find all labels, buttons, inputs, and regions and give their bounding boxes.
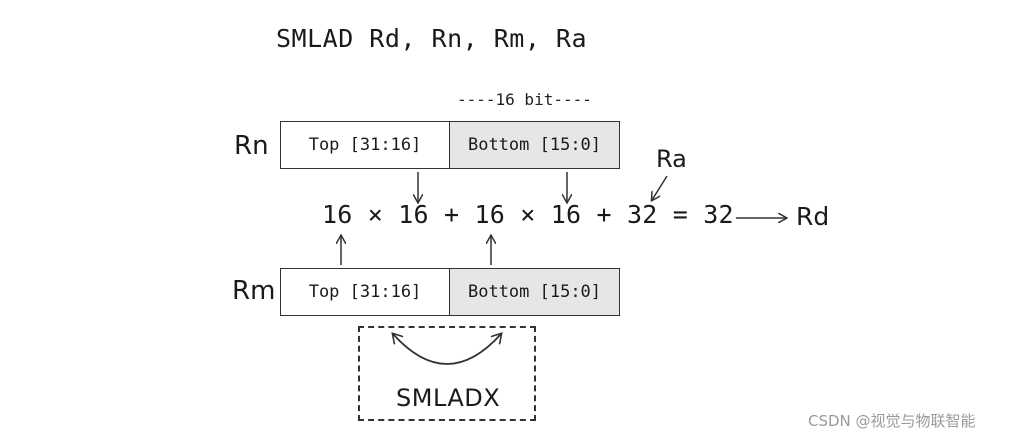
rd-label: Rd bbox=[796, 202, 830, 231]
rm-top-halfword: Top [31:16] bbox=[281, 269, 450, 315]
bit-width-label: ----16 bit---- bbox=[457, 90, 592, 109]
ra-label: Ra bbox=[656, 145, 687, 173]
smladx-label: SMLADX bbox=[396, 384, 501, 412]
rm-bottom-halfword: Bottom [15:0] bbox=[450, 269, 619, 315]
rn-label: Rn bbox=[234, 131, 269, 161]
watermark: CSDN @视觉与物联智能 bbox=[808, 412, 976, 430]
ra-arrow bbox=[652, 175, 668, 200]
rn-bottom-halfword: Bottom [15:0] bbox=[450, 122, 619, 168]
instruction-title: SMLAD Rd, Rn, Rm, Ra bbox=[276, 24, 588, 53]
rm-label: Rm bbox=[232, 276, 276, 306]
rm-register: Top [31:16] Bottom [15:0] bbox=[280, 268, 620, 316]
smladx-box bbox=[358, 326, 536, 421]
multiply-accumulate-equation: 16 × 16 + 16 × 16 + 32 = 32 bbox=[322, 200, 734, 229]
rn-top-halfword: Top [31:16] bbox=[281, 122, 450, 168]
swap-curved-arrow bbox=[393, 334, 501, 365]
rn-register: Top [31:16] Bottom [15:0] bbox=[280, 121, 620, 169]
